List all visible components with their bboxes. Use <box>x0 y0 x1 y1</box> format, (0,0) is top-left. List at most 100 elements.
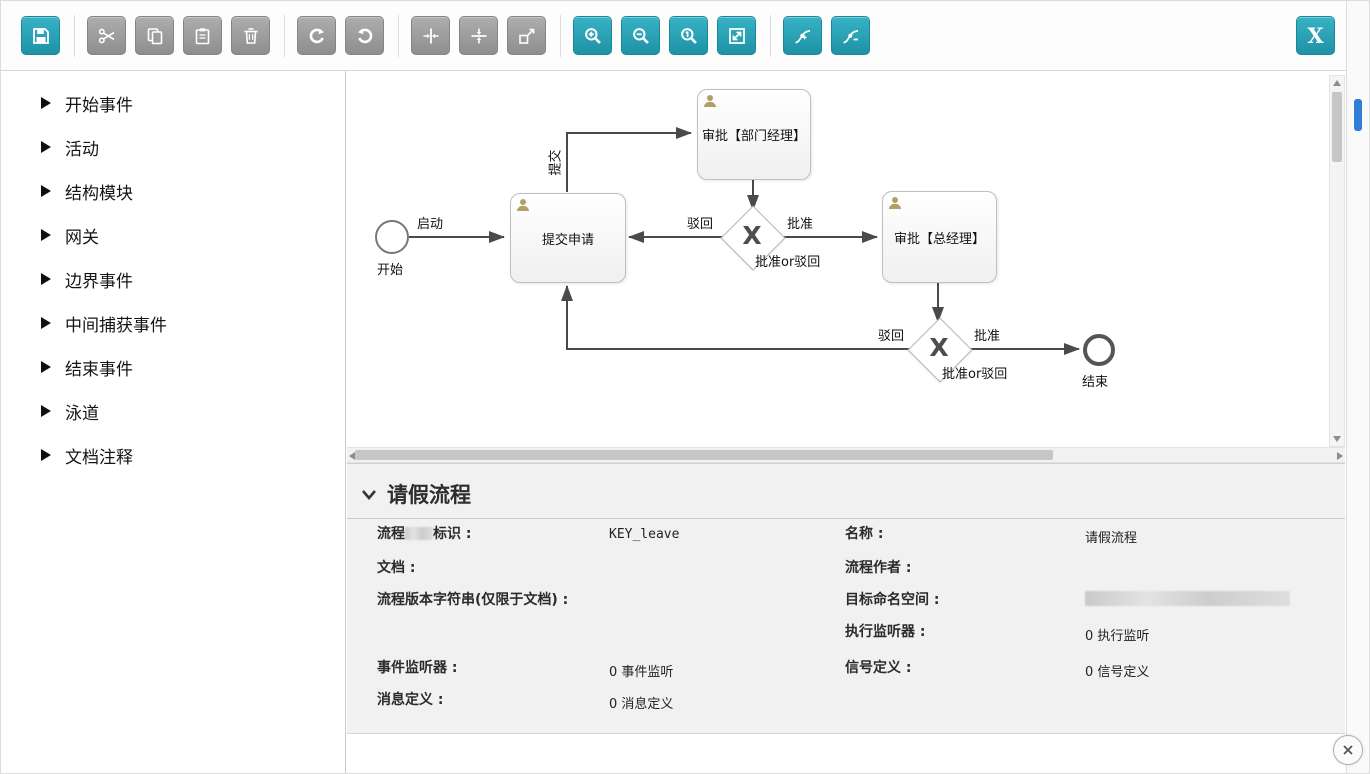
resize-button[interactable] <box>507 16 546 55</box>
field-label-message-definitions: 消息定义 : <box>377 692 444 708</box>
chevron-right-icon <box>41 405 51 417</box>
field-value-event-listeners[interactable]: 0 事件监听 <box>609 665 674 680</box>
palette-item-boundary-events[interactable]: 边界事件 <box>1 257 345 301</box>
zoom-actual-icon <box>679 26 699 46</box>
zoom-out-button[interactable] <box>621 16 660 55</box>
align-horizontal-button[interactable] <box>411 16 450 55</box>
sequence-flows <box>409 127 1080 355</box>
palette-item-label: 中间捕获事件 <box>65 315 167 336</box>
chevron-right-icon <box>41 141 51 153</box>
chevron-right-icon <box>41 185 51 197</box>
toolbar-separator <box>560 14 561 57</box>
horizontal-scrollbar-thumb[interactable] <box>355 450 1053 460</box>
scroll-up-arrow-icon[interactable] <box>1333 80 1341 86</box>
palette-item-artifacts[interactable]: 文档注释 <box>1 433 345 477</box>
chevron-right-icon <box>41 449 51 461</box>
remove-bendpoint-button[interactable] <box>831 16 870 55</box>
add-bendpoint-button[interactable] <box>783 16 822 55</box>
redacted-value <box>1085 591 1290 606</box>
palette-item-gateways[interactable]: 网关 <box>1 213 345 257</box>
toolbar: X <box>1 1 1349 71</box>
palette-item-label: 网关 <box>65 227 99 248</box>
undo-button[interactable] <box>345 16 384 55</box>
palette-item-start-events[interactable]: 开始事件 <box>1 81 345 125</box>
palette-item-activities[interactable]: 活动 <box>1 125 345 169</box>
exclusive-gateway-x-icon[interactable]: X <box>929 333 949 362</box>
diagram-canvas[interactable]: 开始 提交申请 审批【部门经理】 审批【总经理】 X 批准or驳回 X 批准or… <box>347 71 1329 447</box>
properties-header[interactable]: 请假流程 <box>347 464 1345 519</box>
horizontal-scrollbar[interactable] <box>347 447 1345 463</box>
zoom-out-icon <box>631 26 651 46</box>
save-button[interactable] <box>21 16 60 55</box>
resize-icon <box>517 26 537 46</box>
flow-label-submit: 提交 <box>548 149 564 176</box>
palette-item-structural[interactable]: 结构模块 <box>1 169 345 213</box>
page-close-button[interactable] <box>1333 735 1363 765</box>
user-task-icon <box>516 198 530 216</box>
user-task-icon <box>703 94 717 112</box>
undo-icon <box>355 26 375 46</box>
remove-bendpoint-icon <box>841 26 861 46</box>
field-value-signal-definitions[interactable]: 0 信号定义 <box>1085 665 1150 680</box>
chevron-down-icon[interactable] <box>361 486 377 505</box>
field-label-name: 名称 : <box>845 526 884 542</box>
toolbar-separator <box>770 14 771 57</box>
redo-button[interactable] <box>297 16 336 55</box>
window-scrollbar-strip[interactable] <box>1346 1 1369 773</box>
cut-icon <box>97 26 117 46</box>
field-value-execution-listeners[interactable]: 0 执行监听 <box>1085 629 1150 644</box>
scroll-down-arrow-icon[interactable] <box>1333 436 1341 442</box>
flow-label-launch: 启动 <box>417 217 444 232</box>
window-scrollbar-thumb[interactable] <box>1354 99 1362 131</box>
vertical-scrollbar-thumb[interactable] <box>1332 92 1342 162</box>
chevron-right-icon <box>41 229 51 241</box>
task-approve-general-manager[interactable]: 审批【总经理】 <box>882 191 997 283</box>
cut-button[interactable] <box>87 16 126 55</box>
field-value-process-key[interactable]: KEY_leave <box>609 527 680 542</box>
toolbar-separator <box>74 14 75 57</box>
scroll-left-arrow-icon[interactable] <box>349 452 355 460</box>
palette-item-label: 泳道 <box>65 403 99 424</box>
palette-item-intermediate-catching-events[interactable]: 中间捕获事件 <box>1 301 345 345</box>
palette-item-end-events[interactable]: 结束事件 <box>1 345 345 389</box>
zoom-in-button[interactable] <box>573 16 612 55</box>
task-submit-application[interactable]: 提交申请 <box>510 193 626 283</box>
paste-icon <box>193 26 213 46</box>
properties-panel: 请假流程 流程标识 : KEY_leave 文档 : 流程版本字符串(仅限于文档… <box>347 463 1345 734</box>
copy-button[interactable] <box>135 16 174 55</box>
task-label: 审批【总经理】 <box>893 231 985 247</box>
flow-gateway2-reject-to-submit[interactable] <box>561 285 916 350</box>
palette-item-label: 结束事件 <box>65 359 133 380</box>
flow-submit-to-dept-manager[interactable] <box>566 127 692 192</box>
paste-button[interactable] <box>183 16 222 55</box>
vertical-scrollbar[interactable] <box>1329 75 1345 447</box>
delete-button[interactable] <box>231 16 270 55</box>
chevron-right-icon <box>41 317 51 329</box>
save-icon <box>31 26 51 46</box>
field-label-signal-definitions: 信号定义 : <box>845 660 912 676</box>
zoom-actual-button[interactable] <box>669 16 708 55</box>
zoom-in-icon <box>583 26 603 46</box>
palette-item-label: 活动 <box>65 139 99 160</box>
field-label-version-string: 流程版本字符串(仅限于文档) : <box>377 592 569 608</box>
toolbar-separator <box>398 14 399 57</box>
scroll-right-arrow-icon[interactable] <box>1337 452 1343 460</box>
start-event-node[interactable] <box>375 220 409 254</box>
start-event-label: 开始 <box>377 263 404 278</box>
align-vertical-button[interactable] <box>459 16 498 55</box>
close-editor-button[interactable]: X <box>1296 16 1335 55</box>
gateway2-label: 批准or驳回 <box>942 367 1008 382</box>
task-approve-dept-manager[interactable]: 审批【部门经理】 <box>697 89 811 180</box>
chevron-right-icon <box>41 97 51 109</box>
chevron-right-icon <box>41 273 51 285</box>
flow-label-gw2-approve: 批准 <box>974 329 1001 344</box>
field-value-target-namespace[interactable] <box>1085 591 1290 607</box>
end-event-node[interactable] <box>1083 334 1115 366</box>
field-label-text: 流程 <box>377 526 405 542</box>
field-value-message-definitions[interactable]: 0 消息定义 <box>609 697 674 712</box>
gateway1-label: 批准or驳回 <box>755 255 821 270</box>
exclusive-gateway-x-icon[interactable]: X <box>742 221 762 250</box>
field-value-name[interactable]: 请假流程 <box>1085 531 1138 546</box>
zoom-fit-button[interactable] <box>717 16 756 55</box>
palette-item-swimlanes[interactable]: 泳道 <box>1 389 345 433</box>
